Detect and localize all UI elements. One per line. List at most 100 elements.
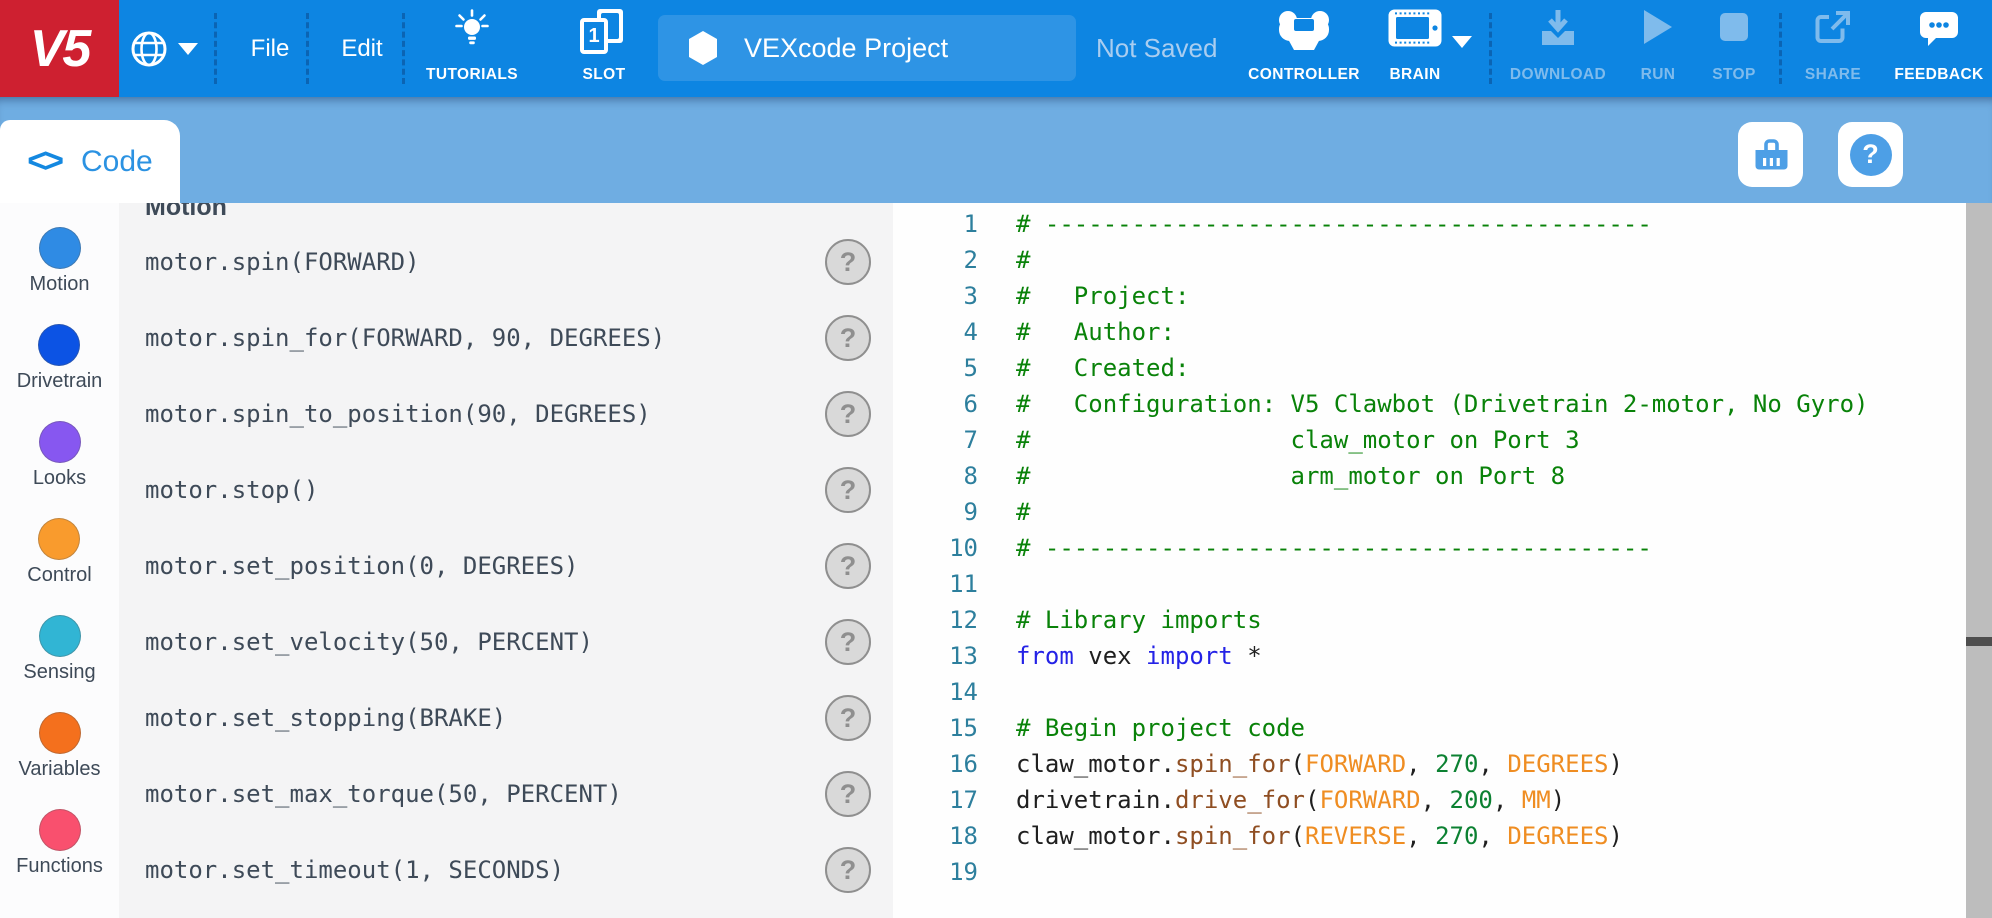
- palette-item[interactable]: motor.spin(FORWARD)?: [119, 224, 893, 300]
- category-label: Drivetrain: [16, 370, 103, 392]
- feedback-label: FEEDBACK: [1894, 66, 1984, 83]
- palette-help-button[interactable]: ?: [825, 695, 871, 741]
- code-editor[interactable]: 1# -------------------------------------…: [893, 203, 1992, 918]
- editor-line[interactable]: 4# Author:: [893, 314, 1992, 350]
- run-button[interactable]: RUN: [1626, 9, 1690, 89]
- code-brackets-icon: <>: [27, 142, 64, 180]
- palette-item-code[interactable]: motor.spin(FORWARD): [145, 248, 420, 276]
- code-token: spin_for: [1174, 750, 1291, 778]
- palette-help-button[interactable]: ?: [825, 315, 871, 361]
- divider: [1489, 13, 1492, 84]
- code-token: 270: [1435, 822, 1479, 850]
- line-number: 7: [963, 426, 978, 454]
- palette-item-code[interactable]: motor.set_max_torque(50, PERCENT): [145, 780, 622, 808]
- palette-help-button[interactable]: ?: [825, 239, 871, 285]
- category-circle-icon[interactable]: [38, 324, 81, 366]
- line-number: 12: [949, 606, 978, 634]
- divider: [1779, 13, 1782, 84]
- editor-scrollbar[interactable]: [1966, 203, 1992, 918]
- palette-item-code[interactable]: motor.spin_for(FORWARD, 90, DEGREES): [145, 324, 666, 352]
- line-number: 18: [949, 822, 978, 850]
- tutorials-button[interactable]: TUTORIALS: [408, 9, 536, 89]
- device-manager-button[interactable]: [1738, 122, 1803, 187]
- palette-item-code[interactable]: motor.set_timeout(1, SECONDS): [145, 856, 565, 884]
- stop-button[interactable]: STOP: [1702, 9, 1766, 89]
- sidebar-item-functions[interactable]: Functions: [16, 809, 103, 906]
- palette-item-code[interactable]: motor.set_velocity(50, PERCENT): [145, 628, 593, 656]
- project-name-button[interactable]: VEXcode Project: [658, 15, 1076, 81]
- palette-item[interactable]: motor.stop()?: [119, 452, 893, 528]
- sidebar-item-motion[interactable]: Motion: [29, 227, 90, 324]
- category-circle-icon[interactable]: [38, 615, 81, 657]
- palette-item[interactable]: motor.set_max_torque(50, PERCENT)?: [119, 756, 893, 832]
- category-circle-icon[interactable]: [38, 809, 81, 851]
- editor-scrollbar-thumb[interactable]: [1966, 637, 1992, 646]
- palette-item-code[interactable]: motor.spin_to_position(90, DEGREES): [145, 400, 651, 428]
- controller-button[interactable]: CONTROLLER: [1238, 9, 1370, 89]
- line-number: 16: [949, 750, 978, 778]
- category-circle-icon[interactable]: [38, 421, 81, 463]
- code-token: DEGREES: [1507, 750, 1609, 778]
- sidebar-item-variables[interactable]: Variables: [19, 712, 100, 809]
- palette-item-code[interactable]: motor.set_stopping(BRAKE): [145, 704, 507, 732]
- editor-line[interactable]: 19: [893, 854, 1992, 890]
- editor-line[interactable]: 1# -------------------------------------…: [893, 206, 1992, 242]
- palette-help-button[interactable]: ?: [825, 543, 871, 589]
- editor-line[interactable]: 10# ------------------------------------…: [893, 530, 1992, 566]
- tab-code[interactable]: <> Code: [0, 120, 180, 203]
- palette-help-button[interactable]: ?: [825, 619, 871, 665]
- editor-line[interactable]: 11: [893, 566, 1992, 602]
- palette-help-button[interactable]: ?: [825, 847, 871, 893]
- editor-line[interactable]: 6# Configuration: V5 Clawbot (Drivetrain…: [893, 386, 1992, 422]
- menu-edit[interactable]: Edit: [341, 34, 383, 62]
- editor-line[interactable]: 2#: [893, 242, 1992, 278]
- palette-help-button[interactable]: ?: [825, 467, 871, 513]
- editor-line[interactable]: 3# Project:: [893, 278, 1992, 314]
- palette-item-code[interactable]: motor.stop(): [145, 476, 319, 504]
- category-label: Control: [27, 564, 92, 586]
- sidebar-item-drivetrain[interactable]: Drivetrain: [16, 324, 103, 421]
- palette-item[interactable]: motor.set_position(0, DEGREES)?: [119, 528, 893, 604]
- category-circle-icon[interactable]: [38, 518, 81, 560]
- language-menu[interactable]: [130, 0, 198, 97]
- sidebar-item-control[interactable]: Control: [27, 518, 92, 615]
- palette-item[interactable]: motor.spin_for(FORWARD, 90, DEGREES)?: [119, 300, 893, 376]
- editor-line[interactable]: 8# arm_motor on Port 8: [893, 458, 1992, 494]
- editor-line[interactable]: 9#: [893, 494, 1992, 530]
- palette-help-button[interactable]: ?: [825, 391, 871, 437]
- palette-item[interactable]: motor.set_stopping(BRAKE)?: [119, 680, 893, 756]
- sidebar-item-looks[interactable]: Looks: [33, 421, 86, 518]
- share-icon: [1814, 9, 1852, 45]
- menu-file[interactable]: File: [250, 34, 290, 62]
- brain-button[interactable]: BRAIN: [1378, 9, 1452, 89]
- feedback-button[interactable]: FEEDBACK: [1888, 9, 1990, 89]
- category-circle-icon[interactable]: [38, 227, 81, 269]
- share-button[interactable]: SHARE: [1792, 9, 1874, 89]
- palette-item[interactable]: motor.set_timeout(1, SECONDS)?: [119, 832, 893, 908]
- hexagon-icon: [688, 31, 718, 65]
- palette-item[interactable]: motor.spin_to_position(90, DEGREES)?: [119, 376, 893, 452]
- category-circle-icon[interactable]: [38, 712, 81, 754]
- editor-line[interactable]: 5# Created:: [893, 350, 1992, 386]
- palette-item-code[interactable]: motor.set_position(0, DEGREES): [145, 552, 579, 580]
- line-number: 15: [949, 714, 978, 742]
- sidebar-item-sensing[interactable]: Sensing: [23, 615, 96, 712]
- palette-help-button[interactable]: ?: [825, 771, 871, 817]
- slot-button[interactable]: 1 SLOT: [556, 9, 652, 89]
- code-token: claw_motor.: [1016, 750, 1175, 778]
- editor-line[interactable]: 7# claw_motor on Port 3: [893, 422, 1992, 458]
- divider: [402, 13, 405, 84]
- palette-item[interactable]: motor.set_velocity(50, PERCENT)?: [119, 604, 893, 680]
- download-button[interactable]: DOWNLOAD: [1500, 9, 1616, 89]
- editor-line[interactable]: 12# Library imports: [893, 602, 1992, 638]
- lightbulb-icon: [455, 9, 489, 47]
- vex-v5-logo[interactable]: V5: [0, 0, 119, 97]
- brain-chevron-down-icon[interactable]: [1452, 36, 1472, 48]
- help-toolbar-button[interactable]: ?: [1838, 122, 1903, 187]
- editor-line[interactable]: 15# Begin project code: [893, 710, 1992, 746]
- editor-line[interactable]: 14: [893, 674, 1992, 710]
